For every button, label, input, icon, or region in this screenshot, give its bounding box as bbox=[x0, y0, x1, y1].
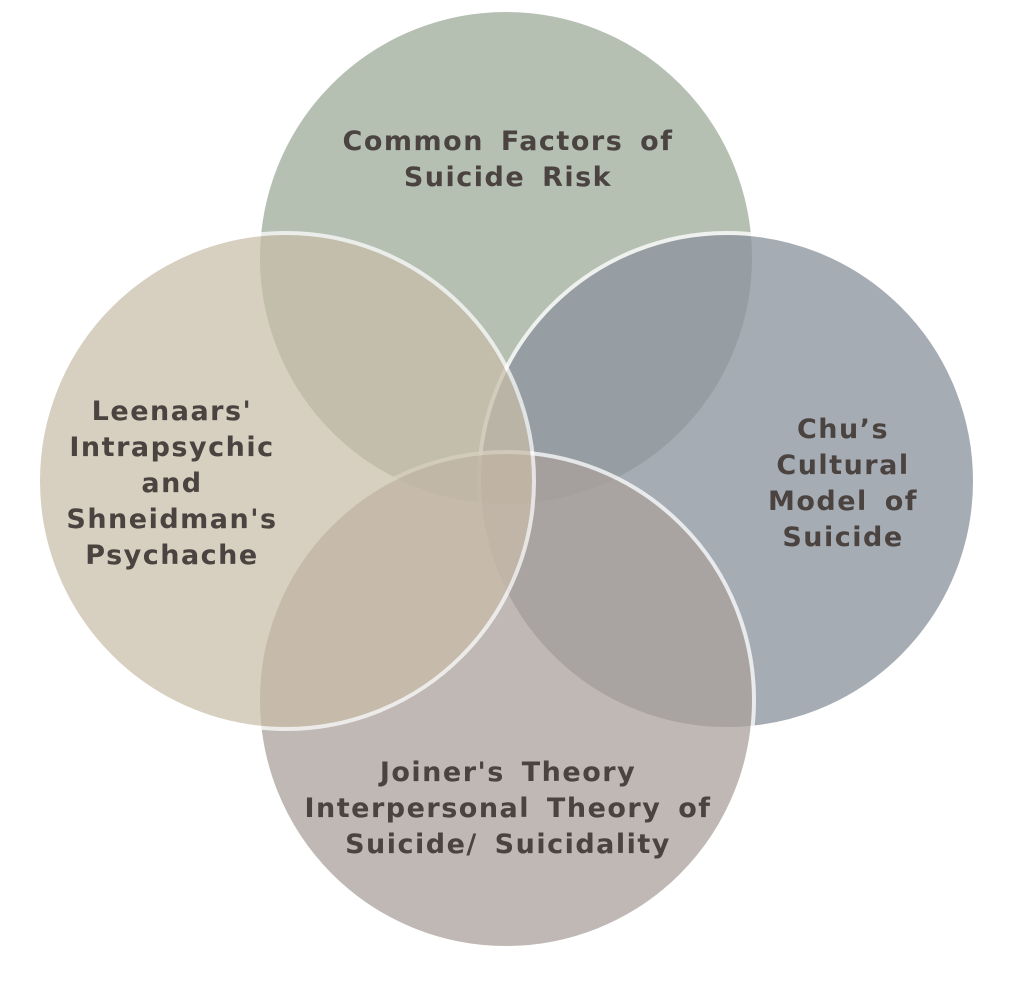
label-right: Chu’s Cultural Model of Suicide bbox=[768, 414, 918, 553]
circle-left bbox=[36, 231, 536, 731]
label-left-line-4: Shneidman's bbox=[66, 504, 277, 535]
label-left-line-3: and bbox=[141, 468, 202, 499]
circle-left-shape bbox=[36, 231, 536, 731]
label-right-line-4: Suicide bbox=[782, 522, 903, 553]
label-top-line-1: Common Factors of bbox=[343, 126, 674, 157]
label-top-line-2: Suicide Risk bbox=[404, 162, 612, 193]
label-left: Leenaars' Intrapsychic and Shneidman's P… bbox=[66, 396, 277, 571]
label-bottom-line-1: Joiner's Theory bbox=[378, 757, 636, 788]
label-right-line-2: Cultural bbox=[776, 450, 909, 481]
label-bottom: Joiner's Theory Interpersonal Theory of … bbox=[304, 757, 711, 860]
label-left-line-1: Leenaars' bbox=[92, 396, 253, 427]
label-right-line-1: Chu’s bbox=[797, 414, 889, 445]
label-left-line-2: Intrapsychic bbox=[69, 432, 274, 463]
label-top: Common Factors of Suicide Risk bbox=[343, 126, 674, 193]
label-bottom-line-3: Suicide/ Suicidality bbox=[345, 829, 671, 860]
label-right-line-3: Model of bbox=[768, 486, 918, 517]
label-bottom-line-2: Interpersonal Theory of bbox=[304, 793, 711, 824]
label-left-line-5: Psychache bbox=[85, 540, 258, 571]
